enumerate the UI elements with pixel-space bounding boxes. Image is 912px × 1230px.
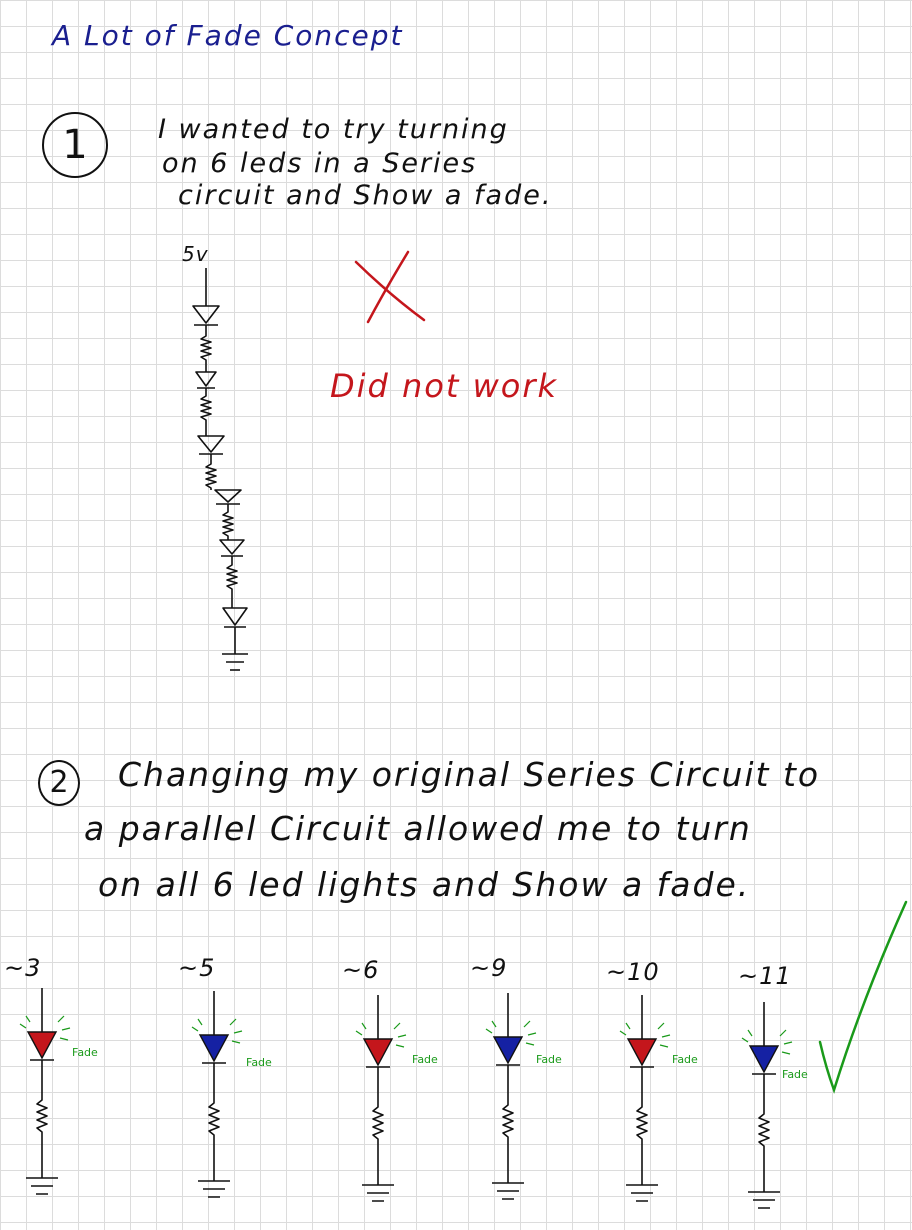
- glow-ray: [619, 1030, 627, 1036]
- resistor: [636, 1067, 648, 1185]
- glow-ray: [779, 1029, 787, 1037]
- ground-symbol: [748, 1191, 780, 1209]
- glow-ray: [625, 1022, 631, 1030]
- ground-symbol: [198, 1180, 230, 1198]
- glow-ray: [659, 1044, 669, 1048]
- ground-symbol: [626, 1184, 658, 1202]
- parallel-circuits: [19, 988, 793, 1209]
- section1-line-3: circuit and Show a fade.: [178, 180, 553, 211]
- glow-ray: [527, 1032, 537, 1036]
- pin-label: ~3: [4, 954, 42, 982]
- led-symbol: [492, 1036, 524, 1065]
- resistor: [758, 1074, 770, 1192]
- fade-label: Fade: [672, 1053, 698, 1066]
- step-number-1: 1: [42, 112, 108, 178]
- glow-ray: [491, 1020, 497, 1028]
- glow-ray: [229, 1018, 237, 1026]
- glow-ray: [191, 1026, 199, 1032]
- led-branch: [191, 991, 243, 1198]
- pin-label: ~6: [342, 956, 380, 984]
- pin-label: ~10: [606, 958, 660, 986]
- glow-ray: [355, 1030, 363, 1036]
- glow-ray: [741, 1037, 749, 1043]
- pin-label: ~5: [178, 954, 216, 982]
- section2-line-1: Changing my original Series Circuit to: [118, 755, 821, 794]
- glow-ray: [523, 1020, 531, 1028]
- resistor: [372, 1067, 384, 1185]
- led-symbol: [748, 1045, 780, 1074]
- glow-ray: [231, 1040, 241, 1044]
- glow-ray: [783, 1041, 793, 1045]
- resistor: [502, 1065, 514, 1183]
- glow-ray: [233, 1030, 243, 1034]
- glow-ray: [397, 1034, 407, 1038]
- glow-ray: [393, 1022, 401, 1030]
- resistor: [36, 1060, 48, 1178]
- ground-symbol: [492, 1182, 524, 1200]
- fade-label: Fade: [536, 1053, 562, 1066]
- glow-ray: [361, 1022, 367, 1030]
- glow-ray: [197, 1018, 203, 1026]
- pin-label: ~9: [470, 954, 508, 982]
- glow-ray: [395, 1044, 405, 1048]
- led-symbol: [26, 1031, 58, 1060]
- led-branch: [19, 988, 71, 1195]
- page-title: A Lot of Fade Concept: [52, 19, 404, 52]
- fade-label: Fade: [412, 1053, 438, 1066]
- glow-ray: [61, 1027, 71, 1031]
- section1-line-2: on 6 leds in a Series: [162, 148, 478, 179]
- series-circuit: [192, 268, 248, 671]
- led-branch: [741, 1002, 793, 1209]
- section1-line-1: I wanted to try turning: [158, 114, 509, 145]
- fade-label: Fade: [246, 1056, 272, 1069]
- glow-ray: [525, 1042, 535, 1046]
- ground-symbol: [362, 1184, 394, 1202]
- failed-x-mark: [354, 250, 426, 324]
- glow-ray: [657, 1022, 665, 1030]
- section2-line-3: on all 6 led lights and Show a fade.: [98, 865, 751, 904]
- led-branch: [355, 995, 407, 1202]
- fade-label: Fade: [72, 1046, 98, 1059]
- led-symbol: [362, 1038, 394, 1067]
- pin-label: ~11: [738, 962, 792, 990]
- glow-ray: [747, 1029, 753, 1037]
- section2-line-2: a parallel Circuit allowed me to turn: [84, 809, 752, 848]
- glow-ray: [485, 1028, 493, 1034]
- supply-voltage-label: 5v: [182, 242, 209, 266]
- led-branch: [619, 995, 671, 1202]
- ground-symbol: [26, 1177, 58, 1195]
- glow-ray: [19, 1023, 27, 1029]
- led-symbol: [626, 1038, 658, 1067]
- glow-ray: [661, 1034, 671, 1038]
- glow-ray: [781, 1051, 791, 1055]
- glow-ray: [57, 1015, 65, 1023]
- glow-ray: [59, 1037, 69, 1041]
- led-symbol: [198, 1034, 230, 1063]
- step-number-2: 2: [38, 760, 80, 806]
- resistor: [208, 1063, 220, 1181]
- result-failed-label: Did not work: [330, 367, 559, 405]
- fade-label: Fade: [782, 1068, 808, 1081]
- glow-ray: [25, 1015, 31, 1023]
- success-check-mark: [818, 900, 908, 1094]
- led-branch: [485, 993, 537, 1200]
